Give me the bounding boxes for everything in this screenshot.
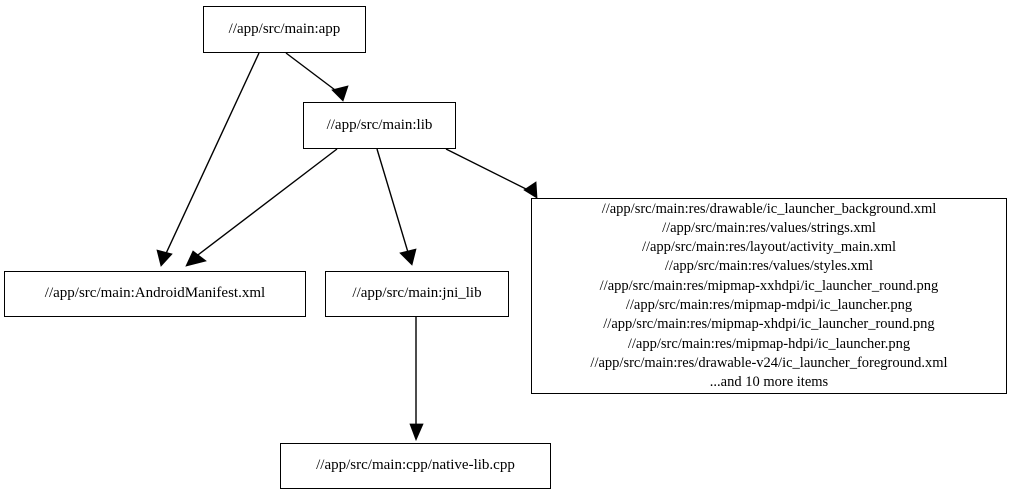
edge-jni_lib-to-native_lib bbox=[409, 317, 424, 442]
edge-lib-to-manifest bbox=[185, 148, 338, 267]
arrowhead-icon bbox=[523, 181, 538, 199]
edge-app-to-lib bbox=[285, 52, 349, 102]
arrowhead-icon bbox=[409, 423, 424, 442]
node-native-lib-cpp[interactable]: //app/src/main:cpp/native-lib.cpp bbox=[280, 443, 551, 489]
node-lib[interactable]: //app/src/main:lib bbox=[303, 102, 456, 149]
arrowhead-icon bbox=[399, 248, 417, 266]
node-lib-label: //app/src/main:lib bbox=[326, 116, 433, 133]
arrowhead-icon bbox=[331, 85, 349, 102]
node-native-lib-cpp-label: //app/src/main:cpp/native-lib.cpp bbox=[316, 457, 515, 474]
edge-lib-to-jni_lib bbox=[376, 148, 417, 266]
node-app-label: //app/src/main:app bbox=[228, 20, 341, 37]
node-jni-lib-label: //app/src/main:jni_lib bbox=[352, 285, 482, 302]
arrowhead-icon bbox=[156, 249, 173, 267]
node-resources-group[interactable]: //app/src/main:res/drawable/ic_launcher_… bbox=[531, 198, 1007, 394]
edge-lib-to-resources bbox=[445, 148, 538, 199]
node-android-manifest-label: //app/src/main:AndroidManifest.xml bbox=[44, 285, 266, 302]
edge-app-to-manifest bbox=[156, 52, 260, 267]
arrowhead-icon bbox=[185, 250, 207, 267]
node-resources-group-label: //app/src/main:res/drawable/ic_launcher_… bbox=[590, 200, 948, 391]
node-android-manifest[interactable]: //app/src/main:AndroidManifest.xml bbox=[4, 271, 306, 317]
node-jni-lib[interactable]: //app/src/main:jni_lib bbox=[325, 271, 509, 317]
node-app[interactable]: //app/src/main:app bbox=[203, 6, 366, 53]
